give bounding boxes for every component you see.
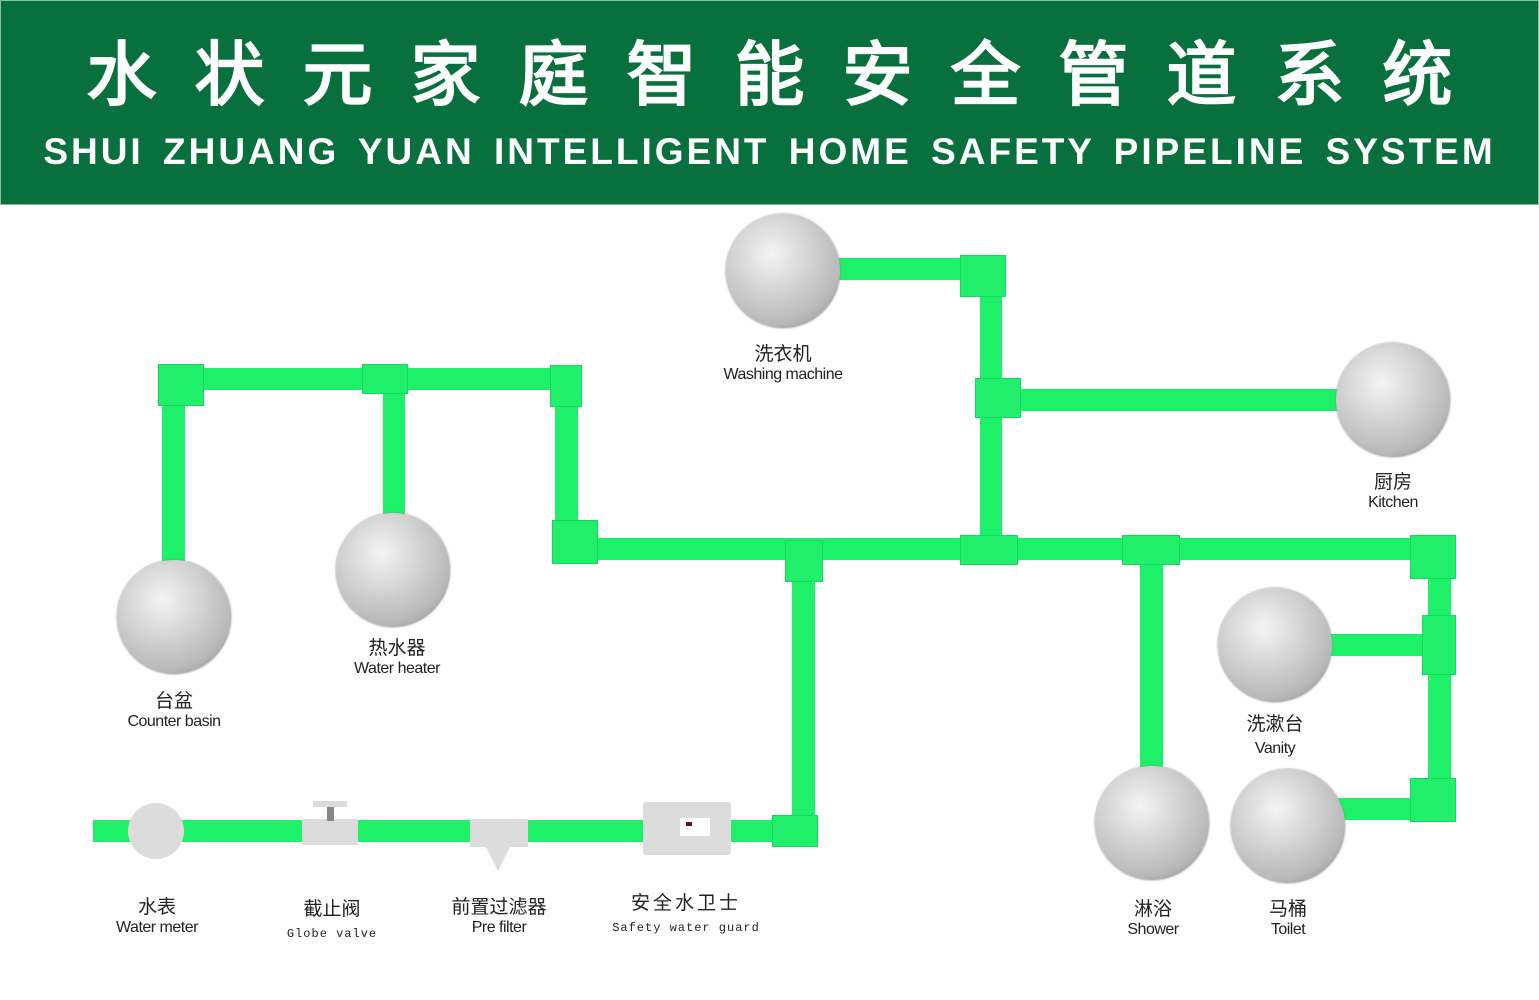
counter-basin-image — [117, 560, 231, 674]
title-english: SHUI ZHUANG YUAN INTELLIGENT HOME SAFETY… — [43, 131, 1496, 172]
tee-fitting — [1122, 535, 1180, 565]
elbow-fitting — [772, 815, 818, 847]
pipe-shower — [1140, 549, 1163, 771]
valve-stem-icon — [327, 807, 334, 821]
pre-filter-icon — [470, 819, 528, 847]
valve-handle-icon — [313, 801, 347, 807]
elbow-fitting — [1410, 778, 1456, 822]
pipe-basin-drop — [162, 368, 185, 568]
safety-water-guard-icon — [643, 802, 731, 855]
pipe-main-inlet — [93, 820, 813, 842]
pipe-left-riser — [555, 370, 578, 560]
tee-fitting — [785, 540, 823, 582]
elbow-fitting — [1410, 535, 1456, 579]
pipe-vanity — [1330, 634, 1440, 656]
guard-display-icon — [680, 818, 710, 836]
vanity-image — [1218, 588, 1332, 702]
elbow-fitting — [158, 364, 204, 406]
globe-valve-icon — [302, 819, 358, 845]
toilet-image — [1231, 769, 1345, 883]
elbow-fitting — [552, 520, 598, 564]
pipe-heater-drop — [383, 379, 405, 519]
tee-fitting — [1422, 615, 1456, 675]
washing-machine-image — [726, 214, 840, 328]
cross-fitting — [960, 535, 1018, 565]
water-meter-icon — [128, 803, 184, 859]
title-chinese: 水状元家庭智能安全管道系统 — [86, 34, 1491, 116]
elbow-fitting — [550, 365, 582, 407]
tee-fitting — [975, 378, 1021, 418]
elbow-fitting — [960, 255, 1006, 297]
pipe-right-riser — [1428, 540, 1451, 820]
filter-bowl-icon — [486, 847, 510, 871]
pipe-riser — [792, 549, 815, 842]
pipe-kitchen — [990, 389, 1345, 411]
water-heater-image — [336, 513, 450, 627]
tee-fitting — [362, 364, 408, 394]
header-banner: 水状元家庭智能安全管道系统 SHUI ZHUANG YUAN INTELLIGE… — [0, 0, 1539, 205]
kitchen-image — [1336, 343, 1450, 457]
shower-image — [1095, 766, 1209, 880]
